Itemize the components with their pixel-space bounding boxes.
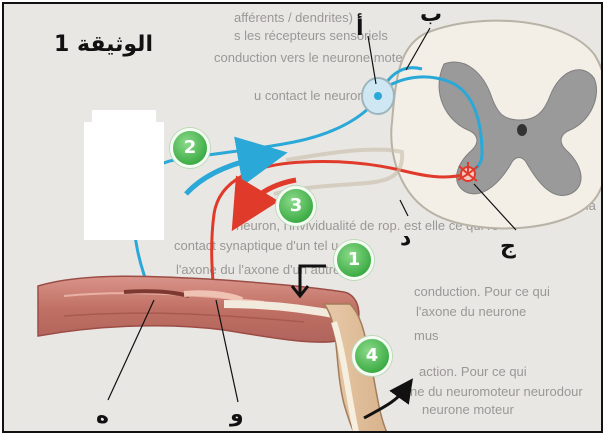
label-j: ج bbox=[500, 236, 516, 258]
bg-line-10: l'axone du l'axone d'un autre bbox=[176, 262, 340, 277]
bg-line-0: afférents / dendrites) bbox=[234, 10, 353, 25]
bg-line-16: neurone moteur bbox=[422, 402, 514, 417]
label-d: د bbox=[400, 228, 411, 250]
bg-line-9: contact synaptique d'un tel u bbox=[174, 238, 338, 253]
bg-line-11: conduction. Pour ce qui bbox=[414, 284, 550, 299]
step-badge-4: 4 bbox=[352, 336, 392, 376]
document-title: الوثيقة 1 bbox=[54, 32, 153, 57]
bg-line-2: conduction vers le neurone moteur bbox=[214, 50, 415, 65]
blank-label-box-lower bbox=[84, 122, 164, 240]
step-badge-3: 3 bbox=[276, 186, 316, 226]
bg-line-14: action. Pour ce qui bbox=[419, 364, 527, 379]
bg-line-12: l'axone du neurone bbox=[416, 304, 526, 319]
label-w: و bbox=[230, 404, 244, 426]
leg bbox=[38, 276, 388, 433]
label-b: ب bbox=[420, 4, 442, 26]
step-badge-1: 1 bbox=[334, 240, 374, 280]
label-h: ه bbox=[96, 406, 109, 428]
step-badge-2: 2 bbox=[170, 128, 210, 168]
document-figure: afférents / dendrites) s les récepteurs … bbox=[2, 2, 603, 433]
bg-line-1: s les récepteurs sensoriels bbox=[234, 28, 388, 43]
bg-line-15: ne du neuromoteur neurodour bbox=[410, 384, 583, 399]
bg-line-13: mus bbox=[414, 328, 439, 343]
spinal-cord bbox=[391, 21, 603, 229]
label-a: أ bbox=[356, 18, 364, 40]
